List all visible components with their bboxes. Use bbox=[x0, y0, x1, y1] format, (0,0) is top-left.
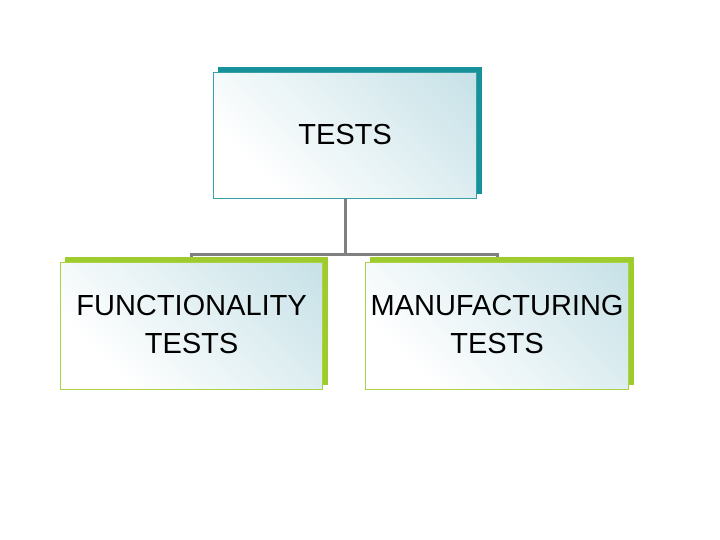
node-manufacturing-tests-label: MANUFACTURING TESTS bbox=[370, 290, 624, 360]
node-functionality-tests-label: FUNCTIONALITY TESTS bbox=[76, 290, 307, 360]
node-manufacturing-tests: MANUFACTURING TESTS bbox=[365, 262, 629, 390]
connector-drop-left bbox=[190, 253, 193, 266]
connector-root-vertical bbox=[344, 199, 347, 255]
node-tests-label: TESTS bbox=[298, 118, 392, 151]
node-tests: TESTS bbox=[213, 72, 477, 199]
node-functionality-tests: FUNCTIONALITY TESTS bbox=[60, 262, 323, 390]
connector-horizontal bbox=[190, 253, 499, 256]
connector-drop-right bbox=[496, 253, 499, 266]
